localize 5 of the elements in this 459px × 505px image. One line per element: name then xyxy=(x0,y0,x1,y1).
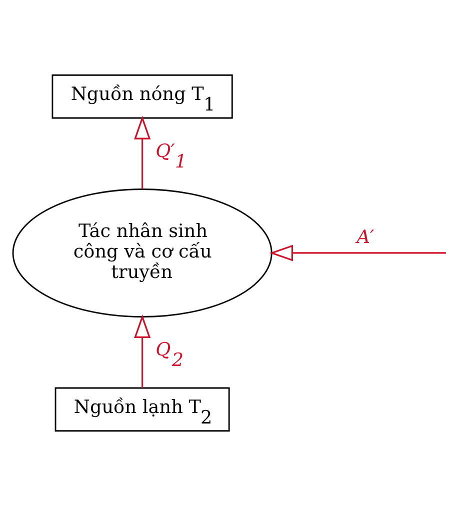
arrow xyxy=(134,115,150,189)
arrow xyxy=(268,244,446,261)
edge-label: A′ xyxy=(356,226,374,248)
node-ellipse: Tác nhân sinh công và cơ cấu truyền xyxy=(12,188,272,317)
arrow xyxy=(134,314,150,388)
